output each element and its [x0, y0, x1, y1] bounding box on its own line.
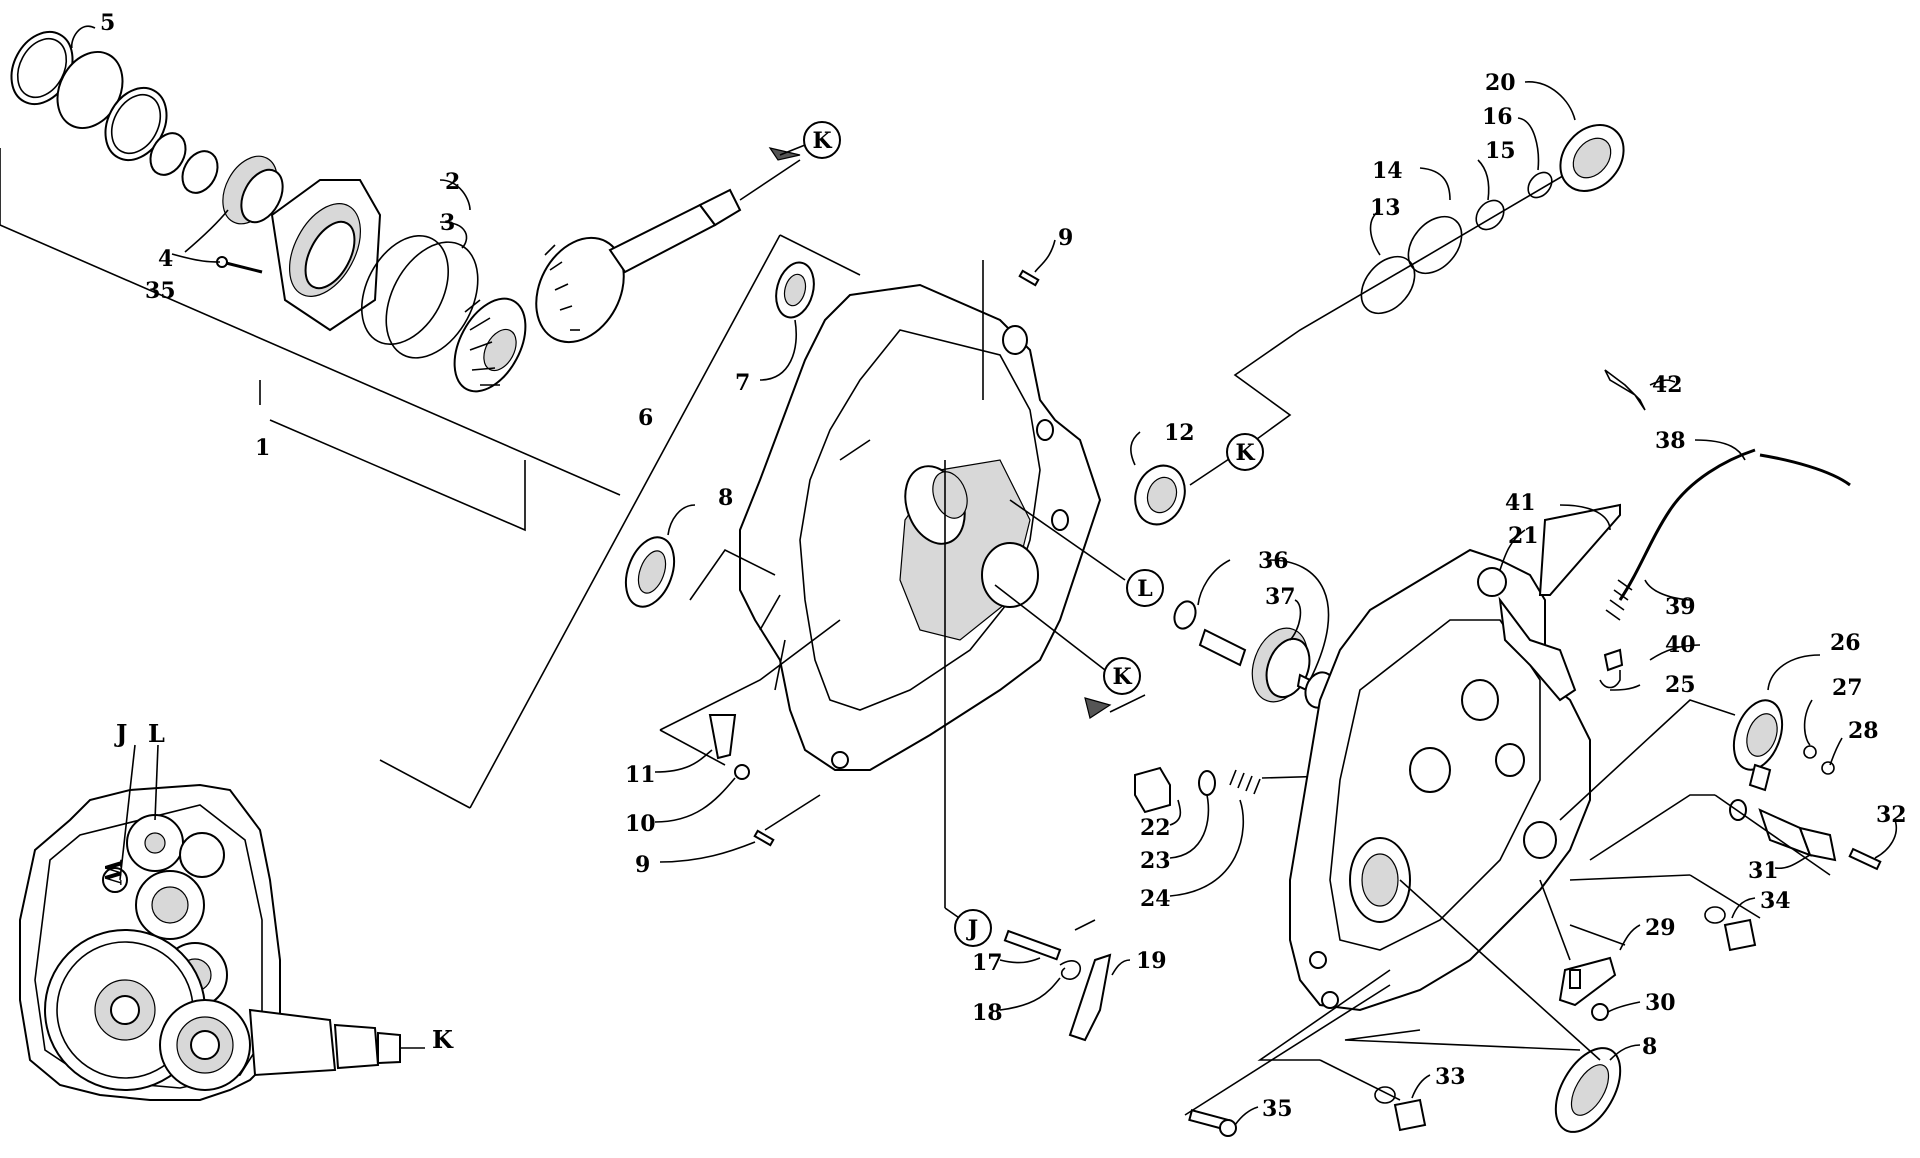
callout-33: 33 [1435, 1064, 1466, 1090]
callout-12: 12 [1164, 420, 1195, 446]
rod-41 [1538, 503, 1621, 596]
bracket-29 [1558, 956, 1617, 1007]
callout-39: 39 [1665, 594, 1696, 620]
callout-8-left: 8 [718, 485, 733, 511]
callout-15: 15 [1485, 138, 1516, 164]
callout-9-top: 9 [1058, 225, 1073, 251]
callout-41: 41 [1505, 490, 1536, 516]
svg-text:W: W [99, 859, 125, 885]
callout-22: 22 [1140, 815, 1171, 841]
callout-40: 40 [1665, 632, 1696, 658]
callout-13: 13 [1370, 195, 1401, 221]
callout-42: 42 [1652, 372, 1683, 398]
callout-35-bottom: 35 [1262, 1096, 1293, 1122]
callout-9-bottom: 9 [635, 852, 650, 878]
callout-28: 28 [1848, 718, 1879, 744]
callout-35-top: 35 [145, 278, 176, 304]
callout-38: 38 [1655, 428, 1686, 454]
left-case-half [379, 234, 1102, 809]
callout-7: 7 [735, 370, 750, 396]
marker-k-case: K [1112, 664, 1132, 690]
reference-markers: K K L K J K J L [114, 121, 1264, 1054]
callout-37: 37 [1265, 584, 1296, 610]
marker-j-case: J [966, 916, 978, 942]
callout-23: 23 [1140, 848, 1171, 874]
marker-k-inset: K [432, 1025, 454, 1054]
callout-16: 16 [1482, 104, 1513, 130]
callout-29: 29 [1645, 915, 1676, 941]
callout-19: 19 [1136, 948, 1167, 974]
callout-4: 4 [158, 246, 173, 272]
callout-20: 20 [1485, 70, 1516, 96]
marker-j-inset: J [114, 719, 127, 748]
bracket-11 [708, 714, 737, 760]
callout-18: 18 [972, 1000, 1003, 1026]
callout-27: 27 [1832, 675, 1863, 701]
pin-17 [1003, 929, 1062, 961]
callout-25: 25 [1665, 672, 1696, 698]
clip-42 [1604, 369, 1646, 411]
callout-30: 30 [1645, 990, 1676, 1016]
callout-31: 31 [1748, 858, 1779, 884]
callout-14: 14 [1372, 158, 1403, 184]
marker-l-inset: L [148, 719, 165, 748]
shaft-subassembly [0, 30, 801, 532]
right-case-half [1289, 548, 1591, 1012]
callout-36: 36 [1258, 548, 1289, 574]
callout-32: 32 [1876, 802, 1907, 828]
callout-1: 1 [255, 435, 270, 461]
callout-3: 3 [440, 210, 455, 236]
callout-26: 26 [1830, 630, 1861, 656]
callout-6: 6 [638, 405, 653, 431]
callout-11: 11 [625, 762, 656, 788]
plug-22 [1134, 766, 1171, 814]
callout-21: 21 [1508, 523, 1539, 549]
marker-k-mid: K [1235, 440, 1255, 466]
callout-34: 34 [1760, 888, 1791, 914]
callout-2: 2 [445, 169, 460, 195]
marker-l-case: L [1137, 576, 1152, 602]
callout-17: 17 [972, 950, 1003, 976]
callout-8-right: 8 [1642, 1034, 1657, 1060]
lever-19 [1068, 953, 1112, 1042]
callout-labels: 5 4 35 2 3 1 9 7 6 8 11 10 9 12 13 14 15… [100, 10, 1907, 1122]
callout-24: 24 [1140, 886, 1171, 912]
callout-5: 5 [100, 10, 115, 36]
inset-assembly-view: W [19, 744, 425, 1101]
marker-k-top: K [812, 128, 832, 154]
callout-10: 10 [625, 811, 656, 837]
